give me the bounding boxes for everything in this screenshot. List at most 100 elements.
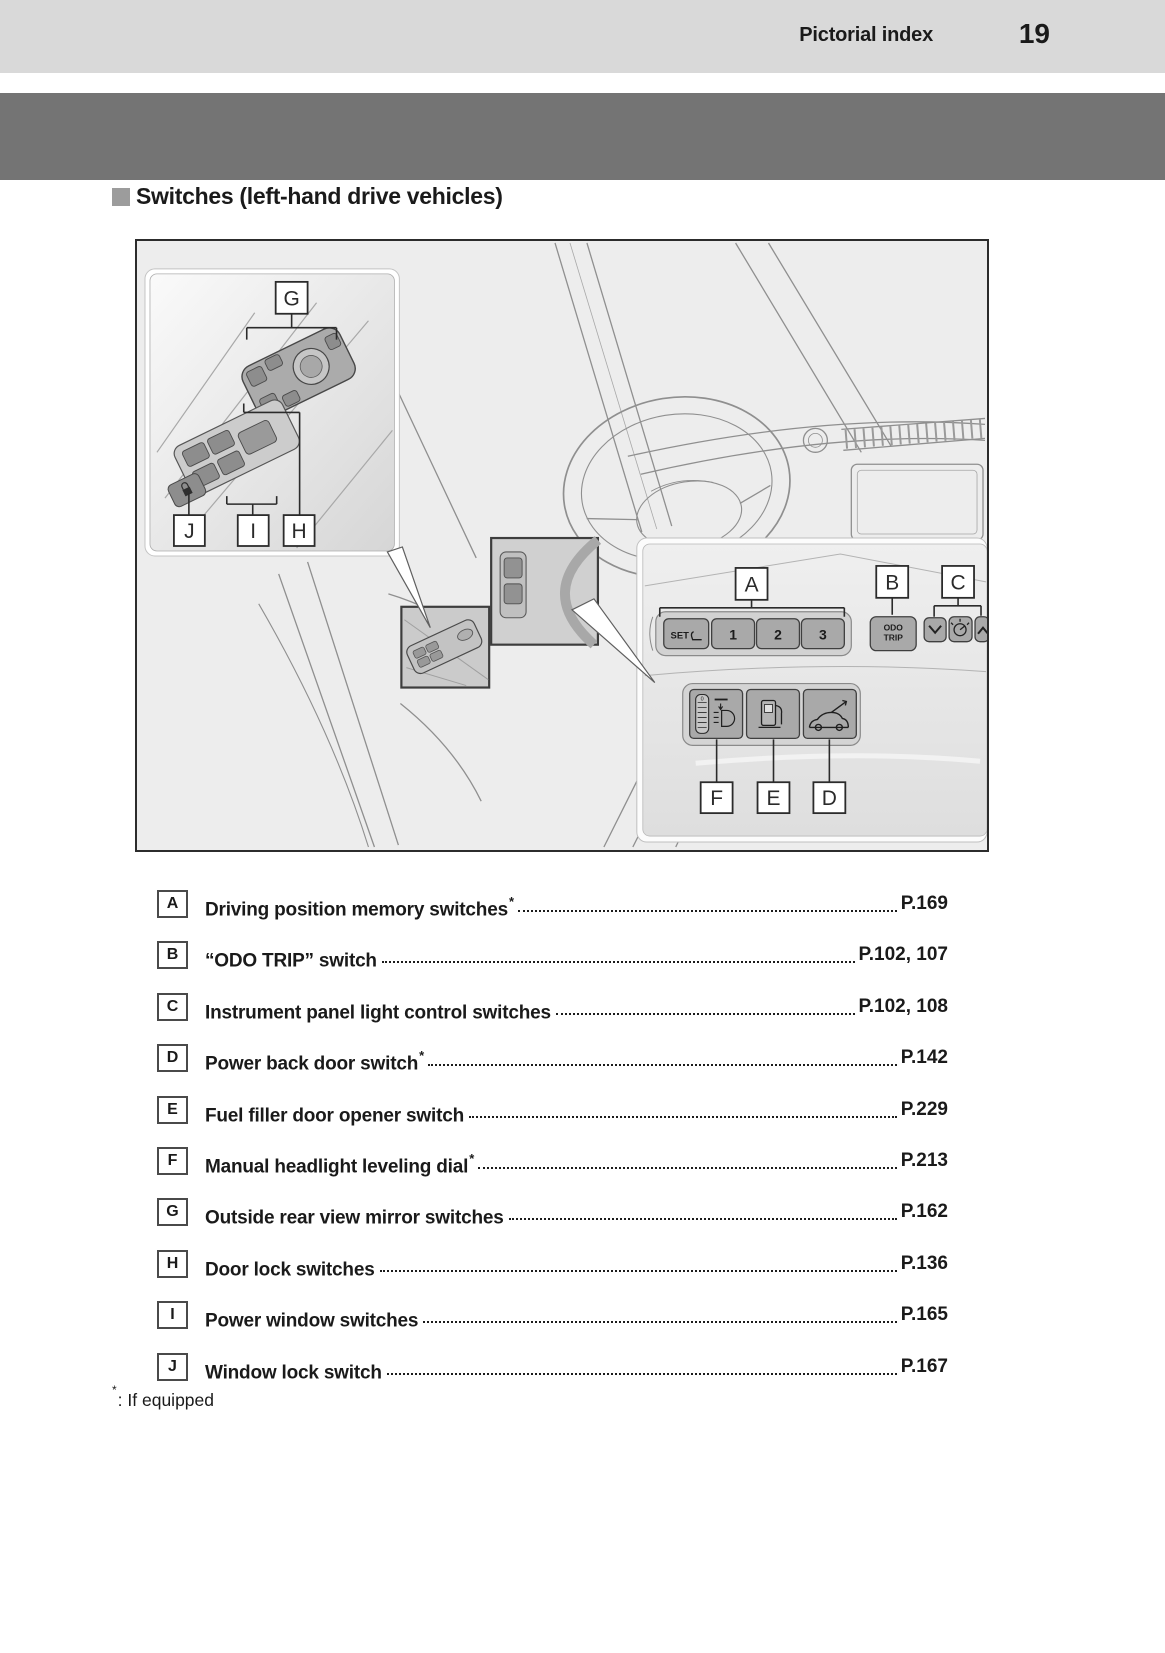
footnote: *: If equipped bbox=[112, 1383, 214, 1411]
callout-g: G bbox=[274, 280, 309, 315]
index-label: Instrument panel light control switches bbox=[205, 1002, 551, 1024]
svg-text:3: 3 bbox=[819, 627, 827, 643]
index-letter-box: A bbox=[157, 890, 188, 918]
memory-button-3: 3 bbox=[800, 618, 845, 650]
header-page-number: 19 bbox=[1018, 18, 1050, 49]
footnote-asterisk: * bbox=[112, 1383, 117, 1397]
svg-text:G: G bbox=[283, 287, 299, 310]
footnote-text: : If equipped bbox=[117, 1389, 214, 1410]
callout-pointer bbox=[386, 546, 431, 629]
callout-pointer bbox=[570, 598, 656, 683]
index-letter-box: H bbox=[157, 1249, 188, 1278]
section-heading: Switches (left-hand drive vehicles) bbox=[112, 183, 503, 210]
svg-text:F: F bbox=[710, 787, 723, 810]
callout-f: F bbox=[699, 781, 734, 815]
interior-illustration: SET 1 2 3 ODO TRIP bbox=[144, 242, 987, 848]
index-label: Window lock switch bbox=[205, 1361, 382, 1383]
page-reference: P.142 bbox=[900, 1047, 948, 1069]
index-row-g: G Outside rear view mirror switches P.16… bbox=[157, 1198, 948, 1229]
page-reference: P.169 bbox=[900, 893, 948, 914]
index-label: Power back door switch* bbox=[205, 1048, 424, 1075]
power-back-door-button bbox=[802, 688, 857, 740]
callout-h: H bbox=[282, 514, 316, 547]
seat-icon bbox=[690, 631, 702, 641]
index-letter-box: D bbox=[157, 1044, 188, 1073]
callout-e: E bbox=[756, 781, 791, 815]
odo-trip-button: ODO TRIP bbox=[869, 616, 917, 652]
svg-text:C: C bbox=[951, 571, 966, 594]
svg-text:H: H bbox=[292, 520, 307, 543]
svg-text:TRIP: TRIP bbox=[884, 633, 904, 643]
index-letter-box: E bbox=[157, 1095, 188, 1124]
dot-leader bbox=[508, 1198, 897, 1221]
svg-text:A: A bbox=[745, 573, 759, 596]
svg-text:SET: SET bbox=[671, 631, 690, 642]
section-bullet-square bbox=[112, 187, 130, 206]
index-letter-box: F bbox=[157, 1146, 188, 1175]
callout-boxes: G J I H A B C F bbox=[173, 280, 975, 815]
svg-text:B: B bbox=[885, 571, 899, 594]
memory-button-2: 2 bbox=[755, 618, 801, 650]
callout-d: D bbox=[812, 781, 847, 815]
dot-leader bbox=[468, 1096, 897, 1118]
switch-panels-inset: SET 1 2 3 ODO TRIP bbox=[636, 537, 987, 843]
svg-text:I: I bbox=[250, 520, 256, 543]
section-title-text: Switches (left-hand drive vehicles) bbox=[136, 183, 503, 209]
dot-leader bbox=[555, 993, 855, 1015]
svg-text:D: D bbox=[822, 787, 837, 810]
center-display bbox=[850, 463, 984, 541]
index-letter-box: I bbox=[157, 1301, 188, 1330]
index-label: Door lock switches bbox=[205, 1259, 375, 1281]
callout-j: J bbox=[173, 514, 206, 547]
asterisk: * bbox=[419, 1048, 424, 1064]
index-label: Power window switches bbox=[205, 1310, 419, 1332]
chevron-down-icon bbox=[928, 625, 942, 635]
callout-i: I bbox=[236, 514, 270, 547]
index-label: “ODO TRIP” switch bbox=[205, 950, 377, 972]
page-header: Pictorial index 19 bbox=[0, 0, 1165, 73]
callout-lines bbox=[188, 313, 982, 783]
dimmer-icon bbox=[950, 618, 970, 637]
steering-column-detail-frame bbox=[490, 536, 602, 649]
index-row-h: H Door lock switches P.136 bbox=[157, 1249, 948, 1280]
set-button: SET bbox=[663, 618, 710, 650]
svg-text:J: J bbox=[184, 520, 194, 543]
page-reference: P.213 bbox=[900, 1149, 948, 1171]
index-letter-box: J bbox=[157, 1352, 188, 1381]
dot-leader bbox=[381, 941, 855, 964]
dashboard-vent bbox=[841, 417, 986, 451]
power-back-door-icon bbox=[808, 699, 850, 732]
page-reference: P.167 bbox=[900, 1355, 948, 1377]
svg-text:2: 2 bbox=[774, 627, 782, 643]
asterisk: * bbox=[469, 1150, 475, 1166]
dash-knob bbox=[802, 427, 829, 453]
page-reference: P.162 bbox=[900, 1201, 948, 1223]
chevron-up-icon bbox=[977, 626, 987, 635]
index-label: Outside rear view mirror switches bbox=[205, 1207, 504, 1229]
asterisk: * bbox=[508, 894, 514, 909]
index-row-j: J Window lock switch P.167 bbox=[157, 1352, 948, 1383]
pictorial-diagram: SET 1 2 3 ODO TRIP bbox=[135, 239, 989, 852]
index-letter-box: B bbox=[157, 941, 188, 970]
padlock-icon bbox=[181, 482, 193, 497]
fuel-door-opener-button bbox=[745, 688, 801, 740]
window-lock-button bbox=[167, 473, 207, 508]
index-letter-box: G bbox=[157, 1198, 188, 1227]
index-letter-box: C bbox=[157, 992, 188, 1021]
page-reference: P.229 bbox=[900, 1098, 948, 1120]
index-row-e: E Fuel filler door opener switch P.229 bbox=[157, 1095, 948, 1126]
index-row-b: B “ODO TRIP” switch P.102, 107 bbox=[157, 941, 948, 972]
page-reference: P.136 bbox=[900, 1252, 948, 1274]
headlight-leveling-button: 0 bbox=[689, 688, 744, 740]
chapter-band bbox=[0, 93, 1165, 180]
index-label: Fuel filler door opener switch bbox=[205, 1104, 464, 1126]
callout-a: A bbox=[734, 567, 769, 601]
index-label: Driving position memory switches* bbox=[205, 894, 514, 921]
panel-light-control-cluster bbox=[923, 616, 987, 643]
svg-text:1: 1 bbox=[729, 627, 737, 643]
headlight-leveling-icon: 0 bbox=[695, 693, 736, 734]
page-reference: P.102, 107 bbox=[858, 944, 948, 966]
svg-text:E: E bbox=[767, 787, 781, 810]
dot-leader bbox=[386, 1353, 897, 1375]
dot-leader bbox=[423, 1301, 897, 1324]
